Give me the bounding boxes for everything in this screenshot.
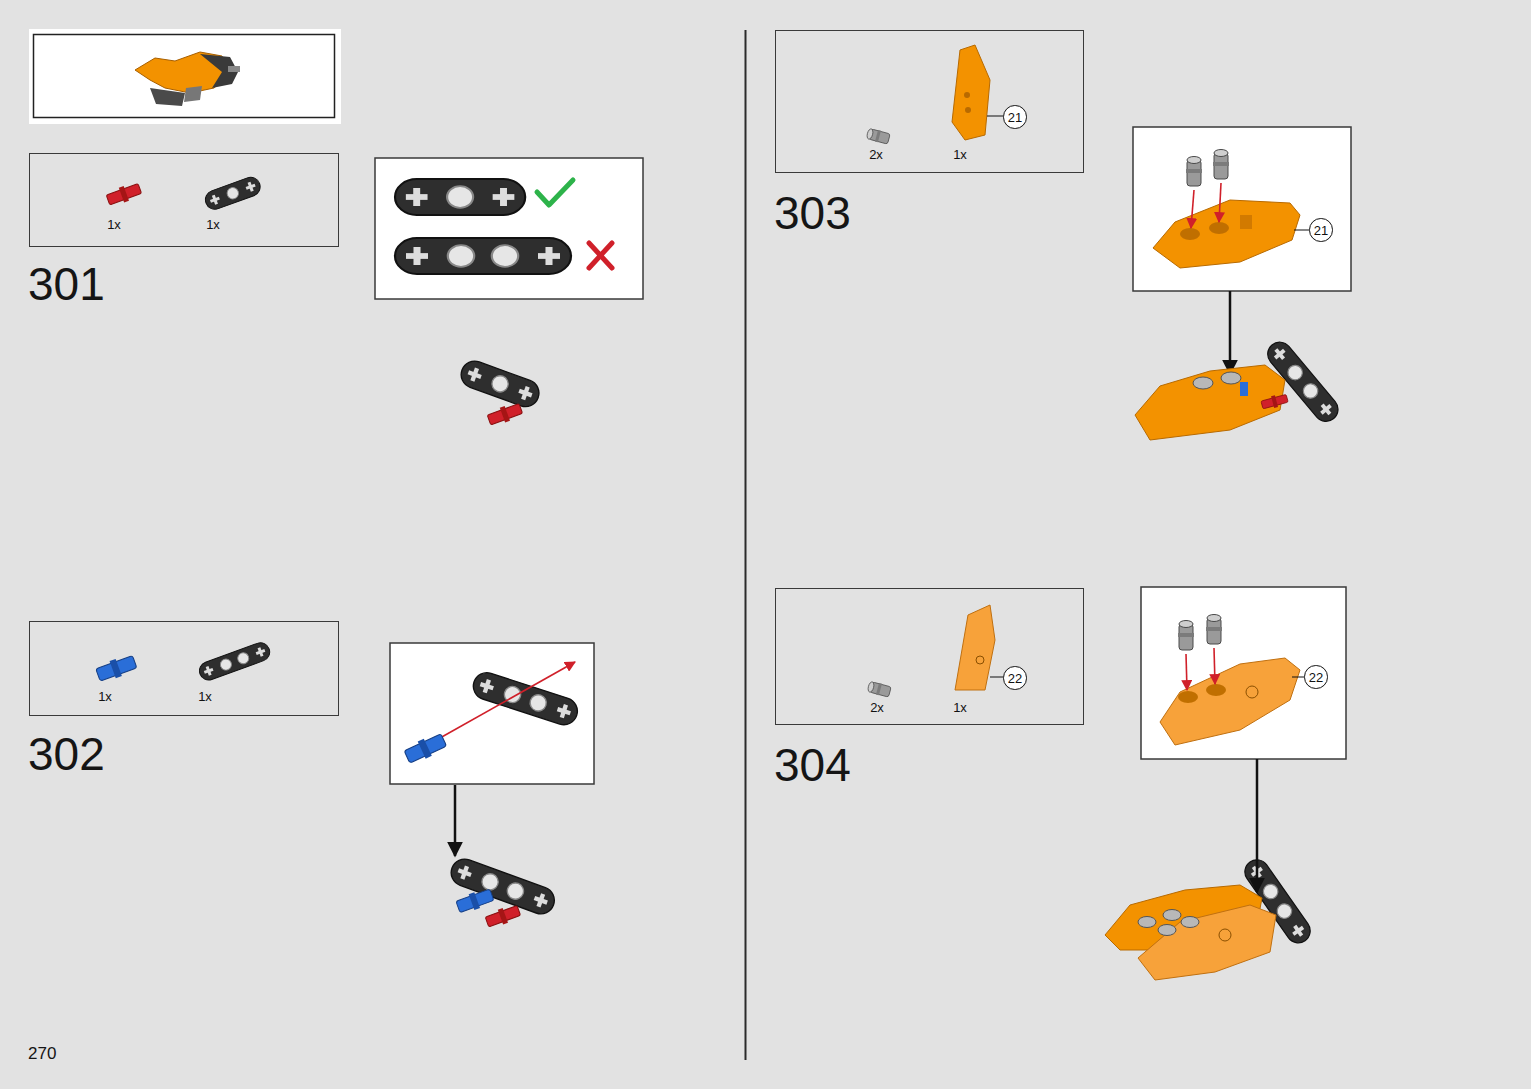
parts-list-box: 1x 1x — [29, 621, 339, 716]
callout-circle: 21 — [1309, 218, 1332, 241]
part-quantity: 1x — [953, 148, 967, 161]
parts-list-box: 2x 1x 21 — [775, 30, 1084, 173]
step-number: 302 — [28, 731, 105, 777]
part-quantity: 1x — [98, 690, 112, 703]
callout-circle: 21 — [1003, 105, 1026, 128]
callout-number: 22 — [1309, 671, 1323, 684]
callout-number: 21 — [1314, 224, 1328, 237]
step-number: 301 — [28, 261, 105, 307]
page-number: 270 — [28, 1045, 56, 1062]
part-quantity: 1x — [953, 701, 967, 714]
callout-circle: 22 — [1003, 666, 1026, 689]
parts-list-box: 1x 1x — [29, 153, 339, 247]
part-quantity: 1x — [206, 218, 220, 231]
callout-number: 22 — [1008, 672, 1022, 685]
parts-list-box: 2x 1x 22 — [775, 588, 1084, 725]
part-quantity: 2x — [869, 148, 883, 161]
part-quantity: 2x — [870, 701, 884, 714]
step-number: 304 — [774, 742, 851, 788]
step-number: 303 — [774, 190, 851, 236]
callout-circle: 22 — [1304, 665, 1327, 688]
callout-number: 21 — [1008, 111, 1022, 124]
part-quantity: 1x — [198, 690, 212, 703]
part-quantity: 1x — [107, 218, 121, 231]
